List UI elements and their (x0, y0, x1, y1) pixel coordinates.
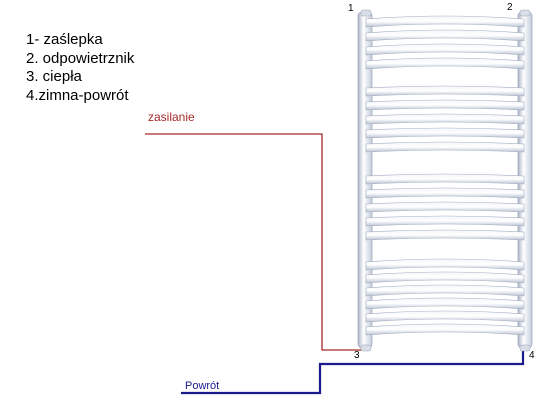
tube-group-1 (365, 15, 525, 70)
legend-item-plug: 1- zaślepka (26, 31, 103, 48)
return-label: Powrót (185, 380, 220, 392)
tube-group-4 (365, 258, 525, 336)
marker-1: 1 (348, 3, 354, 14)
legend-item-cold-return: 4.zimna-powrót (26, 86, 129, 104)
supply-label: zasilanie (148, 110, 195, 124)
supply-pipe (145, 133, 368, 351)
marker-2: 2 (507, 2, 513, 13)
legend-item-warm: 3. ciepła (26, 68, 82, 85)
return-pipe (181, 350, 525, 395)
legend: 1- zaślepka 2. odpowietrznik 3. ciepła 4… (26, 31, 134, 105)
tube-group-3 (365, 173, 525, 241)
tube-group-2 (365, 85, 525, 153)
marker-3: 3 (354, 350, 360, 361)
radiator (357, 9, 533, 352)
legend-item-air-vent: 2. odpowietrznik (26, 49, 135, 67)
marker-4: 4 (529, 350, 535, 361)
